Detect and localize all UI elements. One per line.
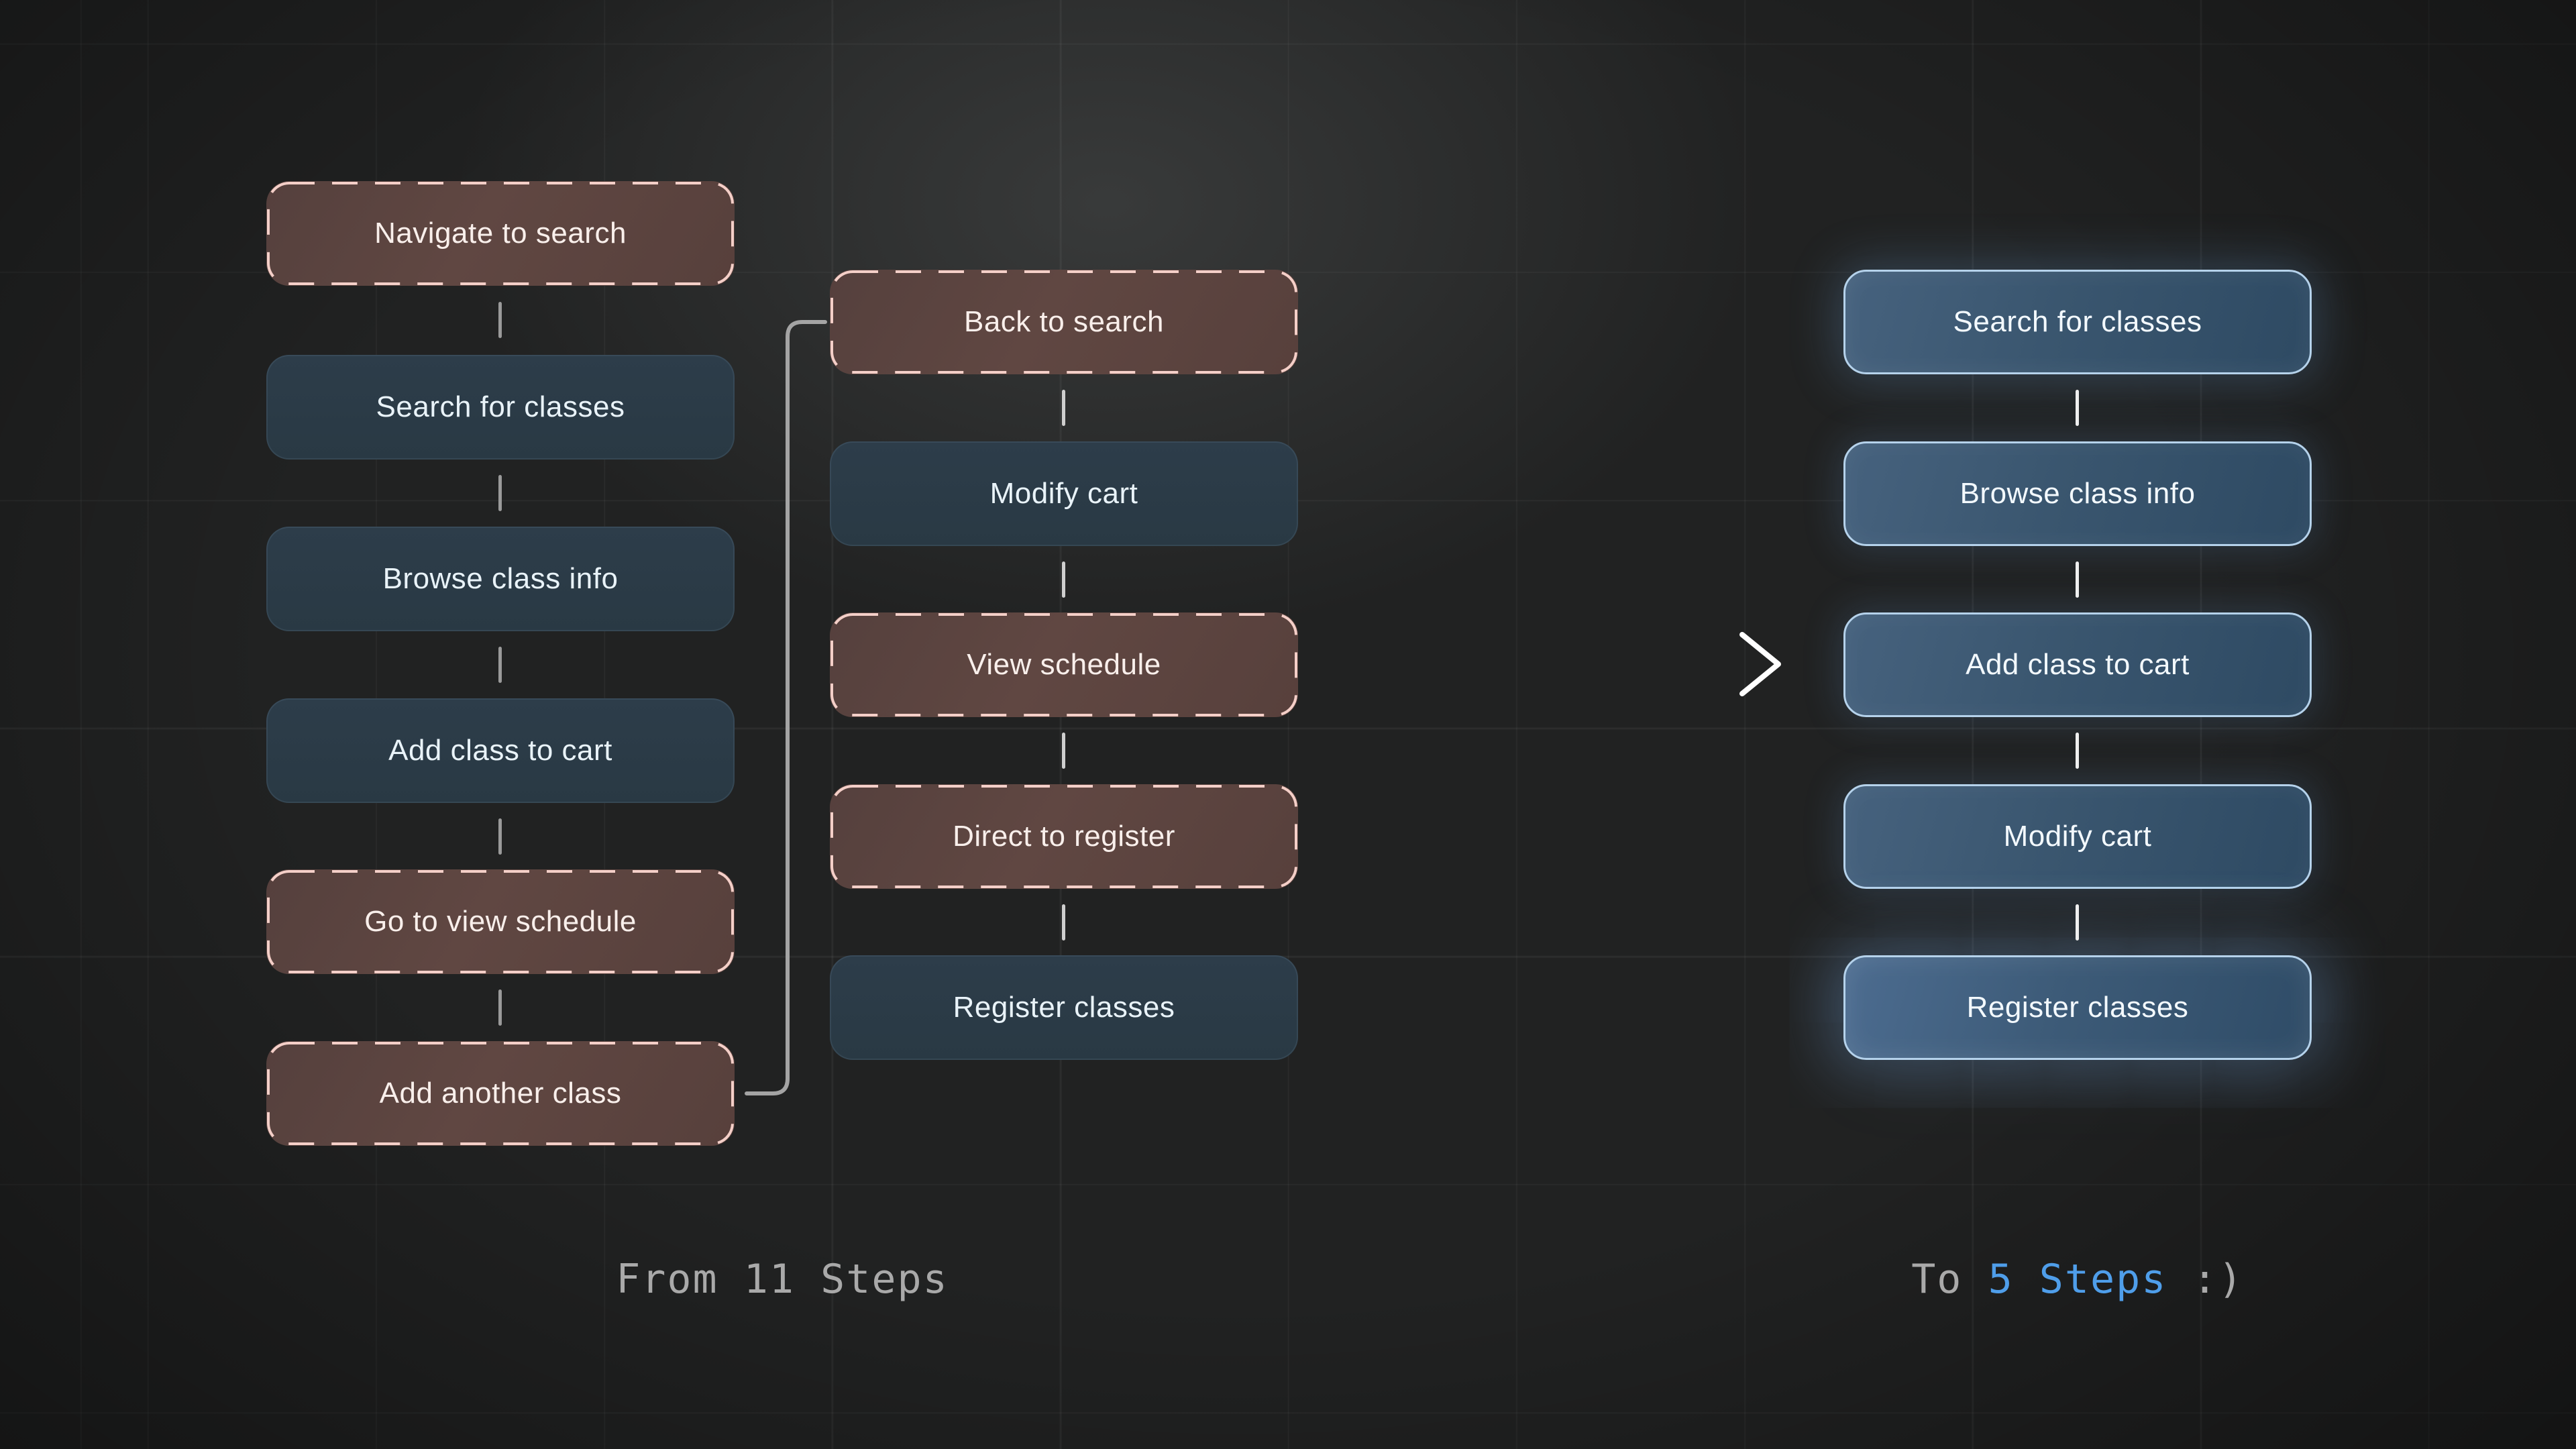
caption-to-highlight: 5 Steps bbox=[1988, 1256, 2167, 1303]
final-step-browse-class-info: Browse class info bbox=[1843, 441, 2312, 546]
caption-to-prefix: To bbox=[1911, 1256, 1988, 1303]
step-label: Add class to cart bbox=[388, 734, 612, 767]
connector-line bbox=[1062, 561, 1065, 598]
step-label: Search for classes bbox=[1953, 305, 2202, 338]
step-label: Back to search bbox=[963, 305, 1165, 338]
step-label: Register classes bbox=[953, 991, 1175, 1024]
final-step-search-for-classes: Search for classes bbox=[1843, 270, 2312, 374]
connector-line bbox=[2076, 561, 2079, 598]
step-back-to-search: Back to search bbox=[830, 270, 1298, 374]
step-label: Direct to register bbox=[953, 820, 1175, 853]
step-label: Browse class info bbox=[382, 562, 619, 595]
step-modify-cart: Modify cart bbox=[830, 441, 1298, 546]
step-navigate-to-search: Navigate to search bbox=[266, 181, 735, 286]
step-label: Go to view schedule bbox=[364, 905, 637, 938]
connector-line bbox=[2076, 390, 2079, 426]
step-register-classes: Register classes bbox=[830, 955, 1298, 1060]
caption-from-text: From 11 Steps bbox=[616, 1256, 949, 1303]
connector-line bbox=[1062, 733, 1065, 769]
connector-line bbox=[498, 302, 502, 338]
connector-line bbox=[2076, 733, 2079, 769]
step-label: Modify cart bbox=[989, 477, 1138, 510]
final-step-add-class-to-cart: Add class to cart bbox=[1843, 612, 2312, 717]
step-label: Navigate to search bbox=[374, 217, 627, 250]
step-label: Register classes bbox=[1966, 991, 2189, 1024]
step-add-another-class: Add another class bbox=[266, 1041, 735, 1146]
connector-line bbox=[1062, 390, 1065, 426]
caption-to-suffix: :) bbox=[2167, 1256, 2244, 1303]
step-label: Browse class info bbox=[1960, 477, 2196, 510]
connector-line bbox=[498, 475, 502, 511]
connector-line bbox=[498, 818, 502, 855]
step-label: Modify cart bbox=[2003, 820, 2152, 853]
step-view-schedule: View schedule bbox=[830, 612, 1298, 717]
final-step-modify-cart: Modify cart bbox=[1843, 784, 2312, 889]
connector-line bbox=[498, 989, 502, 1026]
loop-connector bbox=[745, 320, 827, 1095]
step-go-to-view-schedule: Go to view schedule bbox=[266, 869, 735, 974]
step-label: Add another class bbox=[379, 1077, 622, 1110]
step-browse-class-info: Browse class info bbox=[266, 527, 735, 631]
final-step-register-classes: Register classes bbox=[1843, 955, 2312, 1060]
step-label: Add class to cart bbox=[1966, 648, 2190, 681]
step-direct-to-register: Direct to register bbox=[830, 784, 1298, 889]
step-search-for-classes: Search for classes bbox=[266, 355, 735, 460]
caption-to: To 5 Steps :) bbox=[1843, 1249, 2312, 1309]
connector-line bbox=[2076, 904, 2079, 941]
connector-line bbox=[498, 647, 502, 683]
step-label: Search for classes bbox=[376, 390, 625, 423]
caption-from: From 11 Steps bbox=[266, 1249, 1298, 1309]
step-label: View schedule bbox=[967, 648, 1161, 681]
step-add-class-to-cart: Add class to cart bbox=[266, 698, 735, 803]
transform-arrow-head bbox=[1739, 632, 1781, 696]
connector-line bbox=[1062, 904, 1065, 941]
